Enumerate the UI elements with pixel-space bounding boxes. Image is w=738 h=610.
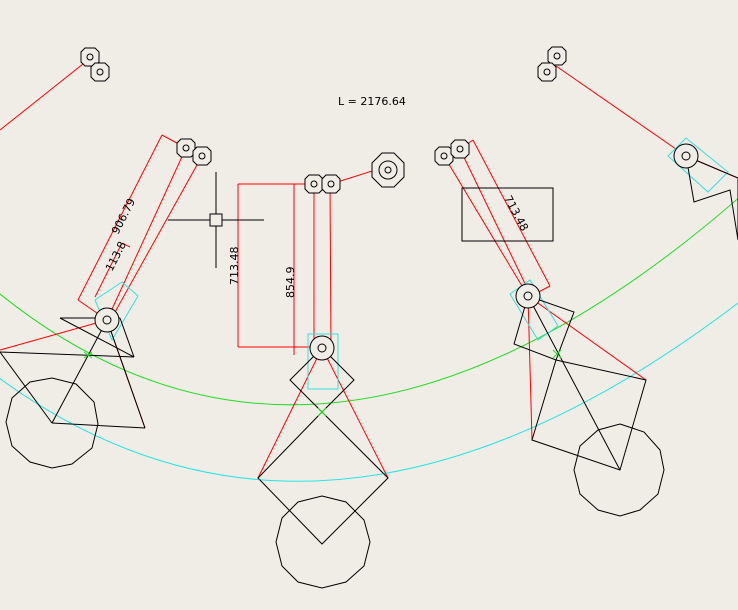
black-geometry <box>0 155 738 545</box>
pulley-right-carriage <box>515 283 541 309</box>
total-length-label: L = 2176.64 <box>338 95 406 108</box>
dim-left-short: 113.8 <box>103 239 129 273</box>
cyan-carriages <box>94 137 729 390</box>
dim-center-left: 713.48 <box>228 247 241 286</box>
pulley-center-a <box>304 174 324 194</box>
pulley-center-b <box>321 174 341 194</box>
dim-center-right: 854.9 <box>284 267 297 299</box>
pulley-top-right-a <box>547 46 567 66</box>
pulley-left-b <box>192 146 212 166</box>
pulley-left-carriage <box>94 307 120 333</box>
dim-right: 713.48 <box>501 193 531 233</box>
green-arc <box>0 197 738 406</box>
pulley-right-b <box>450 139 470 159</box>
dim-left-long: 906.79 <box>109 196 138 236</box>
pulleys <box>80 46 699 361</box>
pulley-left-a <box>176 138 196 158</box>
cyan-arc <box>0 302 738 482</box>
pulley-center-carriage <box>309 335 335 361</box>
pulley-far-right-carriage <box>673 143 699 169</box>
green-markers <box>83 349 562 417</box>
pulley-top-left-b <box>90 62 110 82</box>
pulley-top-right-b <box>537 62 557 82</box>
dimension-lines <box>77 134 551 355</box>
wheels <box>5 377 665 589</box>
pulley-center-large <box>371 152 405 188</box>
pulley-right-a <box>434 146 454 166</box>
